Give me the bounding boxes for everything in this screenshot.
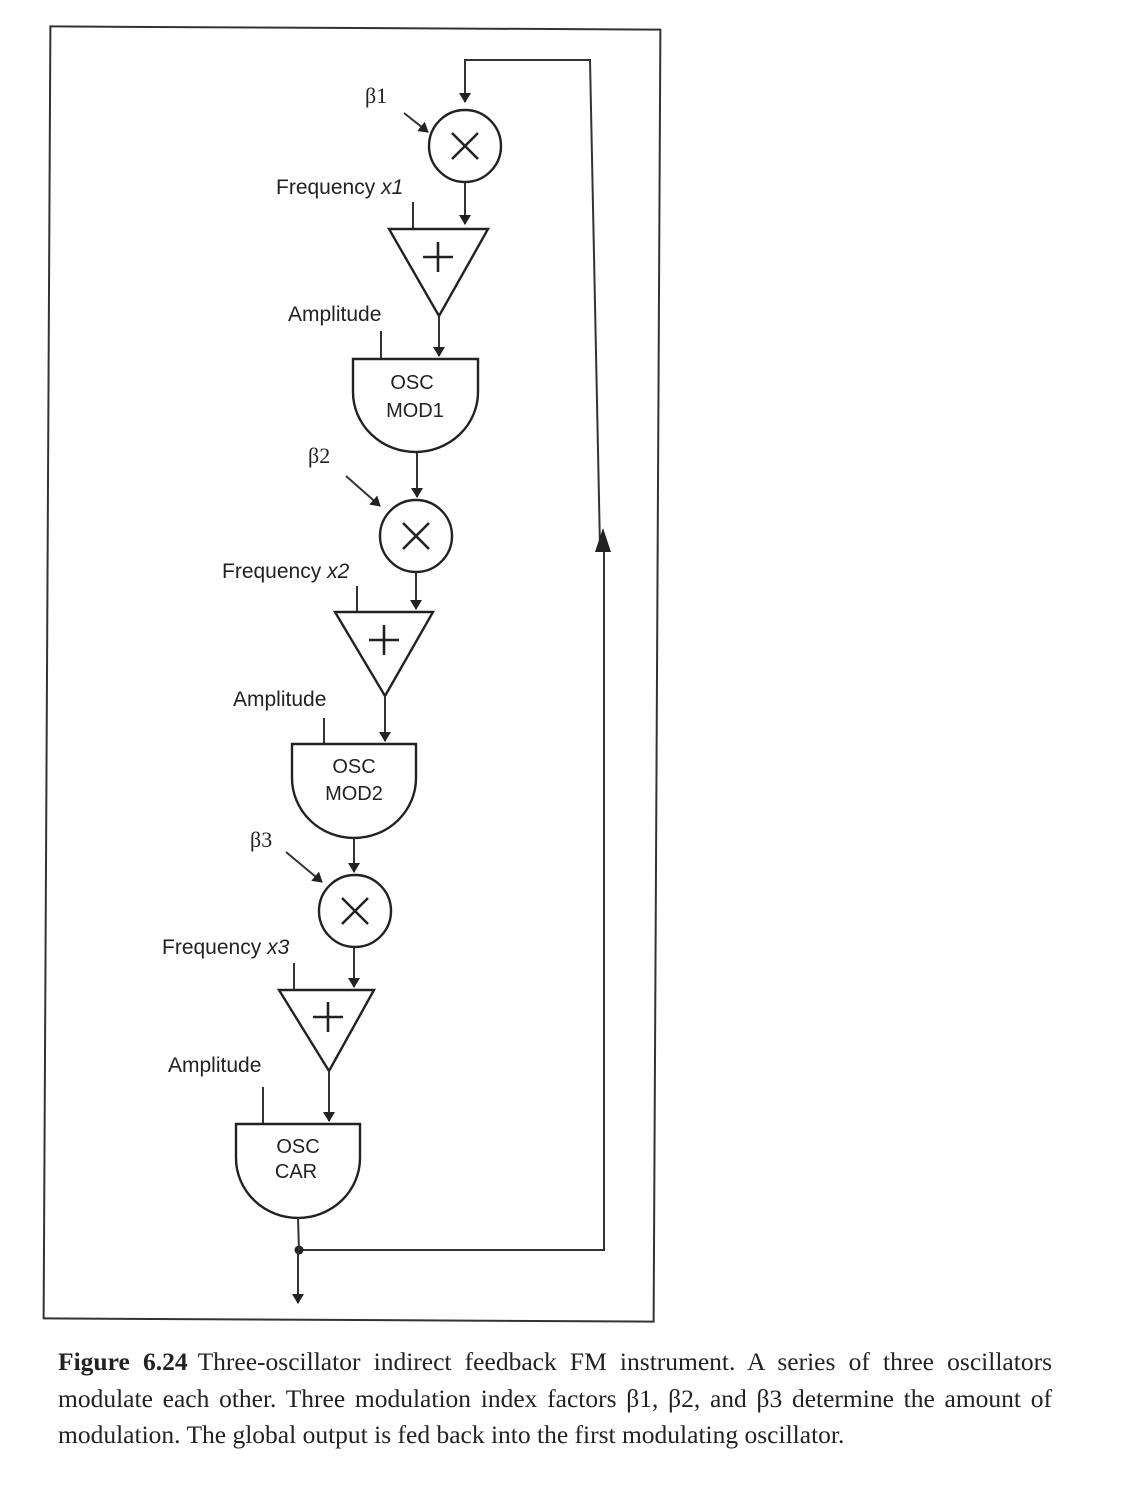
svg-text:OSC: OSC <box>332 756 375 778</box>
frequency-1-label: Frequency x1 <box>276 176 403 199</box>
beta-3-label: β3 <box>250 827 272 852</box>
oscillator-mod2-label: MOD2 <box>325 783 383 805</box>
caption-text: Three-oscillator indirect feedback FM in… <box>58 1347 1052 1449</box>
stage-2: β2 Frequency x2 Amplitude OSC MOD2 <box>222 443 454 873</box>
oscillator-car-label: CAR <box>275 1161 317 1183</box>
amplitude-2-label: Amplitude <box>233 688 326 711</box>
multiply-icon <box>402 522 430 550</box>
amplitude-3-label: Amplitude <box>168 1054 261 1077</box>
plus-icon <box>423 242 453 272</box>
svg-text:OSC: OSC <box>276 1136 319 1158</box>
fm-feedback-diagram: β1 Frequency x1 Amplitude OSC MOD1 β2 Fr… <box>42 25 662 1323</box>
adder-3 <box>276 988 377 1074</box>
feedback-arrow-icon <box>595 528 611 552</box>
stage-3: β3 Frequency x3 Amplitude OSC CAR <box>162 827 393 1251</box>
oscillator-mod2 <box>290 742 418 840</box>
figure-label: Figure 6.24 <box>58 1347 188 1376</box>
beta-3-arrow <box>285 851 323 883</box>
amplitude-1-label: Amplitude <box>288 303 381 326</box>
stage-1: β1 Frequency x1 Amplitude OSC MOD1 <box>276 83 503 498</box>
multiply-icon <box>451 132 479 160</box>
feedback-loop-line <box>299 548 605 1251</box>
plus-icon <box>369 625 399 655</box>
feedback-loop-line-upper <box>459 59 601 549</box>
beta-1-label: β1 <box>365 83 387 108</box>
oscillator-mod1 <box>351 357 480 454</box>
multiply-icon <box>341 897 369 925</box>
oscillator-mod1-label: MOD1 <box>386 400 444 422</box>
beta-2-label: β2 <box>308 443 330 468</box>
beta-1-arrow <box>403 112 429 133</box>
frequency-3-label: Frequency x3 <box>162 936 290 959</box>
frequency-2-label: Frequency x2 <box>222 560 350 583</box>
oscillator-car <box>234 1122 362 1220</box>
svg-text:OSC: OSC <box>390 372 433 394</box>
adder-1 <box>386 227 491 319</box>
beta-2-arrow <box>345 475 381 507</box>
plus-icon <box>313 1002 343 1032</box>
diagram-frame <box>42 25 662 1323</box>
